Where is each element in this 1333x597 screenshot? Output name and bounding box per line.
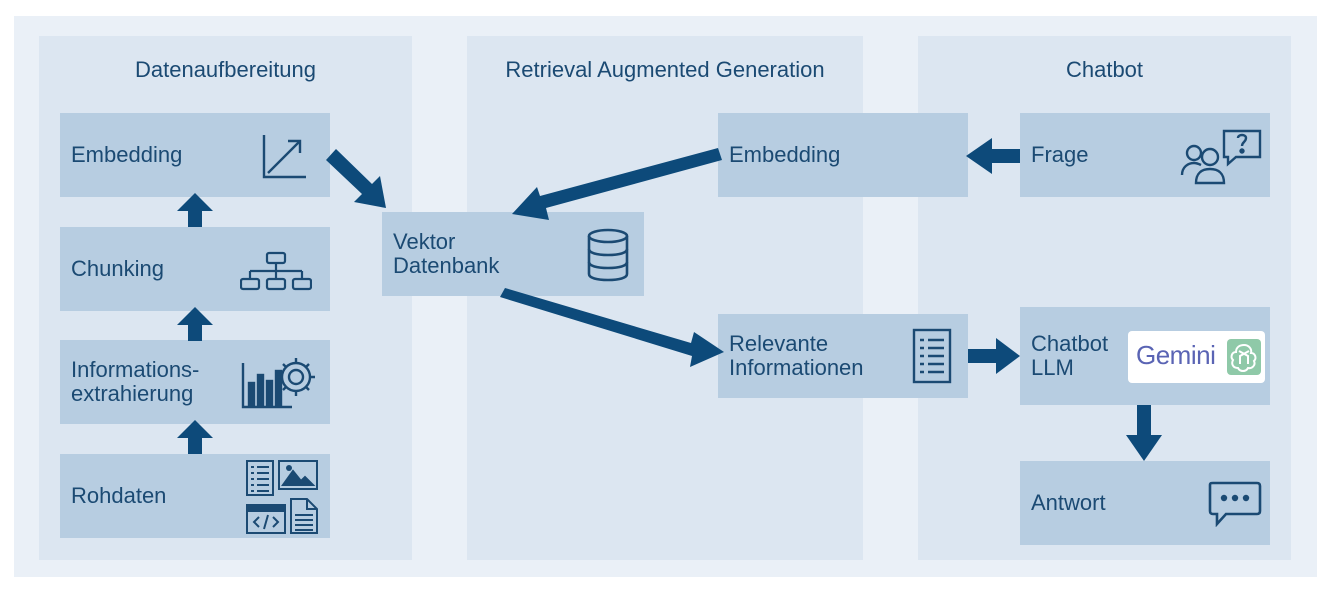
box-embedding-left: Embedding bbox=[60, 113, 330, 197]
document-list-icon bbox=[912, 328, 952, 384]
arrow-rohdaten-to-extraction bbox=[177, 420, 213, 454]
box-label: Chatbot LLM bbox=[1031, 331, 1109, 380]
box-label: Vektor Datenbank bbox=[393, 229, 500, 278]
panel-title: Retrieval Augmented Generation bbox=[505, 57, 825, 82]
panel-title: Chatbot bbox=[1065, 57, 1144, 82]
llm-logos: Gemini bbox=[1128, 331, 1265, 383]
arrow-relevante-to-chatbot bbox=[968, 338, 1020, 374]
database-icon bbox=[586, 228, 630, 282]
box-relevante-informationen: Relevante Informationen bbox=[718, 314, 968, 398]
arrow-frage-to-embedding bbox=[966, 138, 1020, 174]
arrow-vektor-to-relevante bbox=[500, 288, 724, 367]
chat-bubble-dots-icon bbox=[1208, 481, 1262, 527]
box-embedding-mid: Embedding bbox=[718, 113, 968, 197]
box-frage: Frage bbox=[1020, 113, 1270, 197]
chatgpt-logo-icon bbox=[1227, 339, 1261, 375]
people-question-icon bbox=[1180, 129, 1264, 185]
document-image-code-icons bbox=[245, 459, 321, 535]
hierarchy-icon bbox=[240, 251, 312, 291]
box-label: Relevante Informationen bbox=[729, 331, 864, 380]
gemini-logo: Gemini bbox=[1136, 340, 1216, 370]
arrow-chatbot-to-antwort bbox=[1126, 405, 1162, 461]
arrow-chunking-to-embedding bbox=[177, 193, 213, 227]
box-label: Embedding bbox=[71, 142, 183, 167]
box-antwort: Antwort bbox=[1020, 461, 1270, 545]
box-chunking: Chunking bbox=[60, 227, 330, 311]
box-label: Antwort bbox=[1031, 490, 1106, 515]
box-label: Frage bbox=[1031, 142, 1089, 167]
box-label: Embedding bbox=[729, 142, 841, 167]
arrow-embedding-mid-to-vektor bbox=[512, 148, 722, 220]
box-informationsextrahierung: Informations- extrahierung bbox=[60, 340, 330, 424]
box-vektor-datenbank: Vektor Datenbank bbox=[382, 212, 644, 296]
trend-chart-icon bbox=[260, 133, 308, 181]
bar-chart-gear-icon bbox=[240, 353, 320, 411]
box-rohdaten: Rohdaten bbox=[60, 454, 330, 538]
box-label: Chunking bbox=[71, 256, 164, 281]
arrow-embedding-to-vektor bbox=[326, 149, 386, 208]
box-label: Informations- extrahierung bbox=[71, 357, 200, 406]
arrow-extraction-to-chunking bbox=[177, 307, 213, 341]
box-label: Rohdaten bbox=[71, 483, 167, 508]
panel-title: Datenaufbereitung bbox=[134, 57, 317, 82]
